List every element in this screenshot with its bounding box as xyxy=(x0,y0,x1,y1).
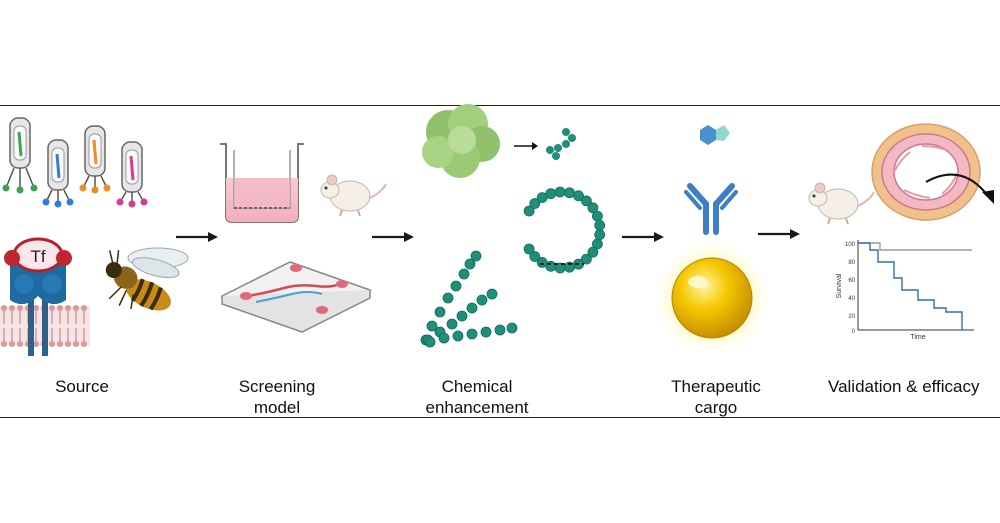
peptide-bead xyxy=(592,210,603,222)
transwell-icon xyxy=(220,143,304,223)
peptide-bead xyxy=(594,229,606,241)
stage-label-therapeutic-cargo: Therapeutic cargo xyxy=(671,377,761,417)
peptide-bead xyxy=(480,326,492,338)
phage-icon xyxy=(116,141,148,208)
screening-model-group xyxy=(220,143,387,333)
stage-label-screening-model: Screening model xyxy=(238,377,316,417)
stage-label-chemical-enhancement: Chemical enhancement xyxy=(425,377,529,417)
peptide-bead xyxy=(434,306,446,318)
peptide-bead xyxy=(587,246,599,258)
penetration-arrow xyxy=(925,173,989,197)
peptide-bead xyxy=(438,332,450,344)
bottom-border xyxy=(0,417,1000,418)
small-arrow-head xyxy=(532,142,538,150)
peptide-bead xyxy=(466,328,478,340)
flow-arrow xyxy=(176,232,218,242)
mouse-icon xyxy=(808,182,875,225)
peptide-bead xyxy=(450,280,462,292)
phage-icon xyxy=(2,117,38,194)
microfluidic-chip-icon xyxy=(220,261,372,333)
peptide-bead xyxy=(486,288,498,300)
y-tick-label: 40 xyxy=(848,296,855,302)
peptide-bead xyxy=(523,243,535,255)
peptide-bead xyxy=(442,292,454,304)
peptide-bead xyxy=(452,330,464,342)
peptide-bead xyxy=(529,251,541,262)
peptide-bead xyxy=(506,322,518,334)
control-survival-curve xyxy=(858,242,972,251)
survival-plot: 100 80 60 40 20 0 Survival Time xyxy=(836,240,974,341)
peptide-bead xyxy=(470,250,482,262)
blood-vessel-icon xyxy=(871,123,981,221)
peptide-bead xyxy=(426,320,438,332)
top-border xyxy=(0,105,1000,106)
flow-arrow xyxy=(372,232,414,242)
peptide-bead xyxy=(581,195,592,207)
peptide-bead xyxy=(573,190,584,202)
therapeutic-cargo-group xyxy=(654,125,770,356)
stage-label-source: Source xyxy=(55,377,109,396)
peptide-bead xyxy=(587,202,599,214)
source-group: Tf xyxy=(0,117,189,356)
flow-arrow xyxy=(622,232,664,242)
peptide-bead xyxy=(529,198,541,209)
validation-group: 100 80 60 40 20 0 Survival Time xyxy=(808,123,994,341)
chemical-enhancement-group xyxy=(420,104,606,348)
flow-arrow xyxy=(758,229,800,239)
y-tick-label: 80 xyxy=(848,260,855,266)
peptide-bead xyxy=(456,310,468,322)
peptide-bead xyxy=(554,186,566,198)
y-tick-label: 60 xyxy=(848,278,855,284)
peptide-bead xyxy=(564,187,575,199)
peptide-bead xyxy=(536,256,548,268)
treated-survival-curve xyxy=(858,242,963,330)
peptide-bead xyxy=(594,219,606,231)
peptide-bead xyxy=(592,238,603,250)
small-molecule-icon xyxy=(700,125,730,145)
antibody-icon xyxy=(684,183,738,235)
cyclic-peptide-icon xyxy=(523,186,606,274)
y-tick-label: 0 xyxy=(852,329,856,335)
peptide-bead xyxy=(523,205,535,217)
mouse-icon xyxy=(320,174,387,217)
branched-peptide-icon xyxy=(420,250,518,348)
short-peptide-icon xyxy=(546,128,576,160)
peptide-bead xyxy=(446,318,458,330)
phage-icon xyxy=(79,125,111,194)
peptide-bead xyxy=(545,188,557,200)
peptide-bead xyxy=(476,294,488,306)
y-tick-label: 100 xyxy=(845,242,856,248)
transferrin-label: Tf xyxy=(30,247,45,266)
peptide-bead xyxy=(494,324,506,336)
peptide-bead xyxy=(424,336,436,348)
bee-icon xyxy=(105,247,189,311)
time-axis-label: Time xyxy=(910,334,925,341)
y-tick-label: 20 xyxy=(848,314,855,320)
penetration-arrow-head xyxy=(982,190,994,204)
transferrin-receptor: Tf xyxy=(4,237,72,356)
protein-blob-icon xyxy=(422,104,500,178)
gold-nanoparticle-icon xyxy=(654,240,770,356)
peptide-bead xyxy=(581,253,592,265)
phage-icon xyxy=(42,139,74,208)
peptide-bead xyxy=(458,268,470,280)
peptide-bead xyxy=(466,302,478,314)
peptide-bead xyxy=(464,258,476,270)
stage-label-validation-efficacy: Validation & efficacy xyxy=(828,377,980,396)
survival-axis-label: Survival xyxy=(836,273,843,298)
